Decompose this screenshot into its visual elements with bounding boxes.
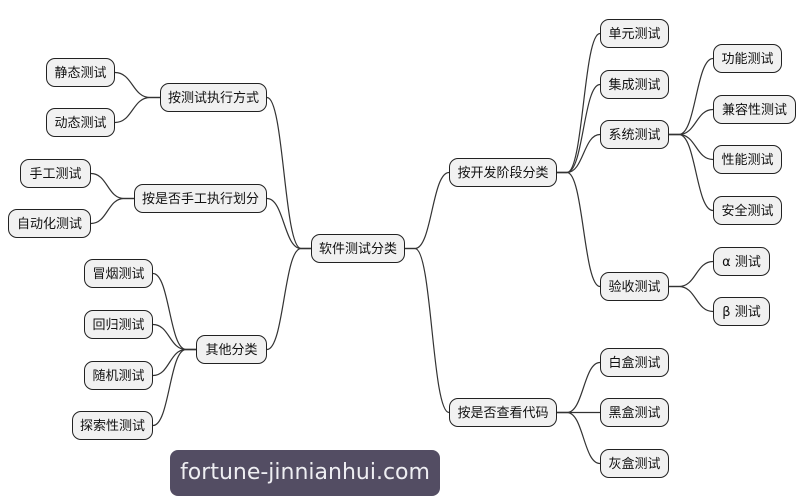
connector-line [557,411,601,465]
connector-line [557,32,601,174]
node-integration-testing[interactable]: 集成测试 [600,70,669,99]
node-by-dev-stage[interactable]: 按开发阶段分类 [449,158,557,187]
node-white-box-testing[interactable]: 白盒测试 [600,348,669,377]
watermark: fortune-jinnianhui.com [170,450,440,496]
node-alpha-testing[interactable]: α 测试 [713,247,770,276]
node-static-testing[interactable]: 静态测试 [46,58,115,87]
connector-line [405,171,450,250]
node-by-manual-execution[interactable]: 按是否手工执行划分 [134,184,267,213]
connector-line [405,247,450,414]
connector-line [669,108,714,136]
node-acceptance-testing[interactable]: 验收测试 [600,272,669,301]
connector-line [152,272,196,351]
node-random-testing[interactable]: 随机测试 [84,361,153,390]
node-unit-testing[interactable]: 单元测试 [600,19,669,48]
node-smoke-testing[interactable]: 冒烟测试 [84,259,153,288]
node-by-execution-method[interactable]: 按测试执行方式 [160,83,267,112]
root-node[interactable]: 软件测试分类 [311,234,405,263]
connector-line [266,96,311,250]
node-exploratory-testing[interactable]: 探索性测试 [72,411,153,440]
node-performance-testing[interactable]: 性能测试 [713,145,782,174]
node-other-categories[interactable]: 其他分类 [196,335,267,364]
node-system-testing[interactable]: 系统测试 [600,120,669,149]
connector-line [152,348,196,427]
node-regression-testing[interactable]: 回归测试 [84,310,153,339]
node-compatibility-testing[interactable]: 兼容性测试 [713,95,796,124]
connector-line [152,348,196,377]
connector-line [669,133,714,212]
connector-line [557,171,601,288]
connector-line [152,323,196,351]
connector-line [669,133,714,161]
node-automated-testing[interactable]: 自动化测试 [8,209,91,238]
node-dynamic-testing[interactable]: 动态测试 [46,108,115,137]
connector-line [557,361,601,414]
connector-line [669,57,714,136]
connector-line [669,260,714,288]
node-manual-testing[interactable]: 手工测试 [20,159,91,188]
node-security-testing[interactable]: 安全测试 [713,196,782,225]
connector-line [266,197,311,250]
node-beta-testing[interactable]: β 测试 [713,297,770,326]
connector-line [114,96,160,124]
connector-line [266,247,311,351]
node-gray-box-testing[interactable]: 灰盒测试 [600,449,669,478]
connector-line [90,172,134,200]
node-by-code-visibility[interactable]: 按是否查看代码 [449,398,557,427]
node-functional-testing[interactable]: 功能测试 [713,44,782,73]
node-black-box-testing[interactable]: 黑盒测试 [600,398,669,427]
connector-line [114,71,160,99]
connector-line [557,83,601,174]
connector-line [669,285,714,313]
connector-line [90,197,134,225]
